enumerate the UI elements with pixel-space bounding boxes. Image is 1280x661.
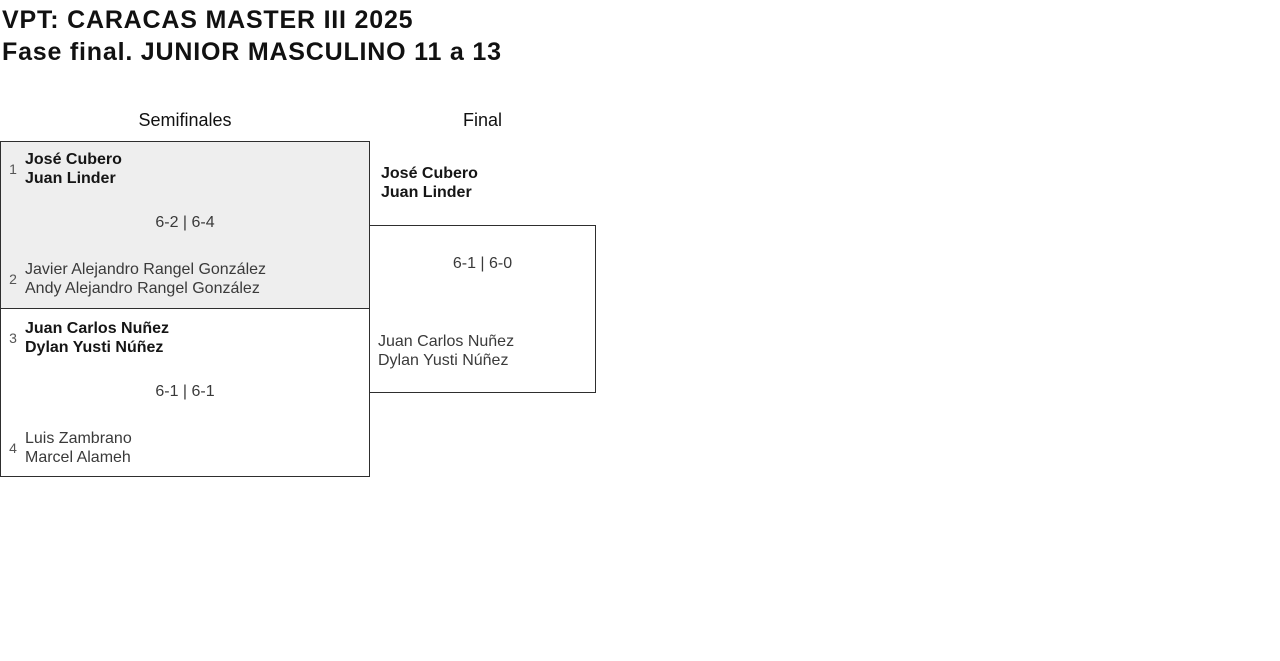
phase-name: Fase final. JUNIOR MASCULINO 11 a 13 bbox=[2, 38, 502, 66]
seed-number: 4 bbox=[9, 440, 17, 456]
column-header-final: Final bbox=[462, 110, 502, 130]
team-row-seed3: 3 Juan Carlos Nuñez Dylan Yusti Núñez bbox=[1, 319, 169, 357]
player-name: Juan Carlos Nuñez bbox=[25, 320, 170, 337]
match-semifinal-1: 1 José Cubero Juan Linder 6-2 | 6-4 2 Ja… bbox=[0, 141, 370, 309]
team-row-seed2: 2 Javier Alejandro Rangel González Andy … bbox=[1, 260, 266, 298]
team-names-winner: José Cubero Juan Linder bbox=[25, 150, 122, 188]
player-name: Luis Zambrano bbox=[25, 430, 132, 447]
match-semifinal-2: 3 Juan Carlos Nuñez Dylan Yusti Núñez 6-… bbox=[0, 308, 370, 477]
match-final: 6-1 | 6-0 Juan Carlos Nuñez Dylan Yusti … bbox=[369, 225, 596, 393]
page-title: VPT: CARACAS MASTER III 2025 Fase final.… bbox=[2, 4, 502, 68]
player-name: Dylan Yusti Núñez bbox=[378, 352, 509, 369]
team-names-winner: José Cubero Juan Linder bbox=[381, 164, 478, 202]
team-names: Javier Alejandro Rangel González Andy Al… bbox=[25, 260, 266, 298]
player-name: Marcel Alameh bbox=[25, 449, 131, 466]
team-row-seed1: 1 José Cubero Juan Linder bbox=[1, 150, 122, 188]
seed-number: 2 bbox=[9, 271, 17, 287]
player-name: José Cubero bbox=[25, 151, 122, 168]
player-name: Juan Carlos Nuñez bbox=[378, 333, 515, 350]
team-names: Juan Carlos Nuñez Dylan Yusti Núñez bbox=[378, 332, 514, 370]
column-header-semifinales: Semifinales bbox=[138, 110, 232, 130]
seed-number: 1 bbox=[9, 161, 17, 177]
match-score: 6-1 | 6-0 bbox=[452, 255, 513, 272]
match-score: 6-2 | 6-4 bbox=[155, 214, 215, 231]
player-name: Javier Alejandro Rangel González bbox=[25, 261, 267, 278]
player-name: Andy Alejandro Rangel González bbox=[25, 280, 260, 297]
team-names-winner: Juan Carlos Nuñez Dylan Yusti Núñez bbox=[25, 319, 169, 357]
final-winner-team: José Cubero Juan Linder bbox=[369, 164, 478, 202]
tournament-name: VPT: CARACAS MASTER III 2025 bbox=[2, 6, 414, 34]
seed-number: 3 bbox=[9, 330, 17, 346]
player-name: Dylan Yusti Núñez bbox=[25, 339, 164, 356]
player-name: Juan Linder bbox=[381, 184, 472, 201]
match-score: 6-1 | 6-1 bbox=[155, 383, 215, 400]
player-name: José Cubero bbox=[381, 165, 478, 182]
team-names: Luis Zambrano Marcel Alameh bbox=[25, 429, 132, 467]
final-runnerup-team: Juan Carlos Nuñez Dylan Yusti Núñez bbox=[378, 332, 514, 370]
player-name: Juan Linder bbox=[25, 170, 116, 187]
team-row-seed4: 4 Luis Zambrano Marcel Alameh bbox=[1, 429, 132, 467]
